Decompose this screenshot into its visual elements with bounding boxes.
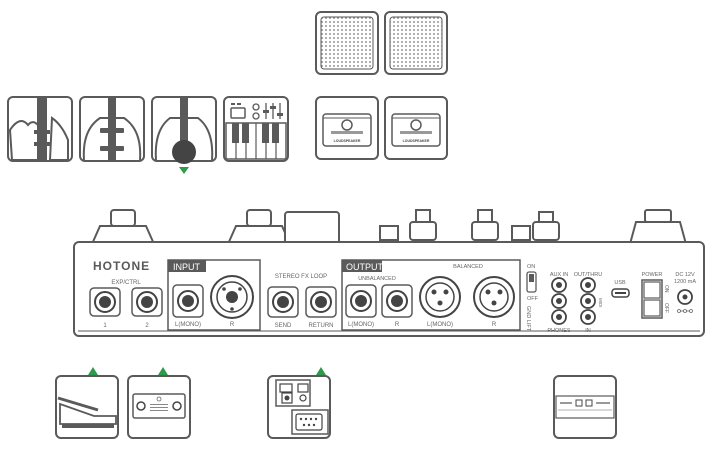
input-arrow-down	[179, 167, 189, 174]
input-section	[167, 259, 261, 331]
output-unbal-left-label: L(MONO)	[348, 322, 374, 328]
speaker-brand-label: LOUDSPEAKER	[403, 139, 430, 143]
input-combo-jack-right[interactable]	[210, 275, 254, 319]
keyboard-synth-icon	[223, 96, 289, 162]
output-unbalanced-left-jack[interactable]	[345, 284, 377, 318]
electric-guitar-icon	[7, 96, 73, 162]
exp-ctrl-jack-1-label: 1	[103, 323, 107, 329]
aux-in-jack-2[interactable]	[551, 293, 567, 309]
dc-polarity-icon	[677, 309, 693, 313]
exp-ctrl-jack-1[interactable]	[89, 287, 121, 317]
footswitch-silhouettes	[90, 209, 688, 245]
output-balanced-right-xlr[interactable]	[473, 276, 515, 318]
footswitch-icon	[127, 375, 191, 439]
bass-guitar-icon	[79, 96, 145, 162]
phones-jack[interactable]	[551, 309, 567, 325]
dc-voltage-label: DC 12V	[675, 272, 695, 278]
fx-loop-title: STEREO FX LOOP	[275, 274, 327, 280]
audio-interface-icon	[267, 375, 331, 439]
output-unbalanced-label: UNBALANCED	[358, 276, 396, 282]
output-bal-right-label: R	[492, 322, 497, 328]
fx-loop-return-jack[interactable]	[305, 286, 337, 318]
gnd-lift-switch[interactable]	[526, 271, 537, 293]
usb-label: USB	[614, 280, 626, 286]
exp-ctrl-jack-2[interactable]	[131, 287, 163, 317]
midi-out-thru-jack[interactable]	[580, 277, 596, 293]
output-balanced-label: BALANCED	[453, 264, 483, 270]
cabinet-icon	[315, 11, 379, 75]
dc-current-label: 1200 mA	[674, 279, 696, 285]
expression-pedal-icon	[55, 375, 119, 439]
aux-in-jack[interactable]	[551, 277, 567, 293]
speaker-brand-label: LOUDSPEAKER	[334, 139, 361, 143]
acoustic-guitar-icon	[151, 96, 217, 164]
phones-label: PHONES	[547, 328, 571, 334]
gnd-lift-label: GND LIFT	[525, 306, 531, 332]
midi-out-thru-label: OUT/THRU	[574, 272, 602, 278]
power-off-label: OFF	[663, 303, 669, 313]
dc-power-jack[interactable]	[677, 289, 693, 305]
footswitch-arrow-up	[158, 367, 168, 375]
input-right-label: R	[230, 322, 235, 328]
power-on-label: ON	[663, 285, 669, 293]
output-bal-left-label: L(MONO)	[427, 322, 453, 328]
studio-monitor-icon: LOUDSPEAKER	[315, 96, 379, 160]
input-jack-left[interactable]	[172, 284, 204, 318]
power-label: POWER	[642, 272, 663, 278]
midi-in-label: IN	[585, 328, 591, 334]
gnd-lift-on-label: ON	[527, 264, 535, 270]
brand-logo: HOTONE	[93, 259, 150, 273]
output-title: OUTPUT	[346, 262, 384, 272]
power-switch[interactable]	[641, 279, 663, 319]
usb-port[interactable]	[611, 288, 630, 298]
gnd-lift-off-label: OFF	[527, 296, 539, 302]
fx-loop-send-jack[interactable]	[267, 286, 299, 318]
midi-in-jack[interactable]	[580, 309, 596, 325]
midi-in-jack-top[interactable]	[580, 293, 596, 309]
fx-loop-send-label: SEND	[275, 323, 292, 329]
fx-loop-return-label: RETURN	[309, 323, 334, 329]
cabinet-icon	[384, 11, 448, 75]
output-section	[341, 259, 521, 331]
studio-monitor-icon: LOUDSPEAKER	[384, 96, 448, 160]
input-title: INPUT	[173, 262, 201, 272]
output-unbal-right-label: R	[395, 322, 400, 328]
output-unbalanced-right-jack[interactable]	[381, 284, 413, 318]
midi-device-icon	[553, 375, 617, 439]
output-arrow-up	[316, 367, 326, 375]
midi-label: MIDI	[598, 298, 603, 308]
input-left-label: L(MONO)	[175, 322, 201, 328]
exp-ctrl-title: EXP/CTRL	[111, 280, 141, 286]
output-balanced-left-xlr[interactable]	[419, 276, 461, 318]
exp-ctrl-jack-2-label: 2	[145, 323, 149, 329]
exp-arrow-up	[88, 367, 98, 375]
aux-in-label: AUX IN	[550, 272, 568, 278]
